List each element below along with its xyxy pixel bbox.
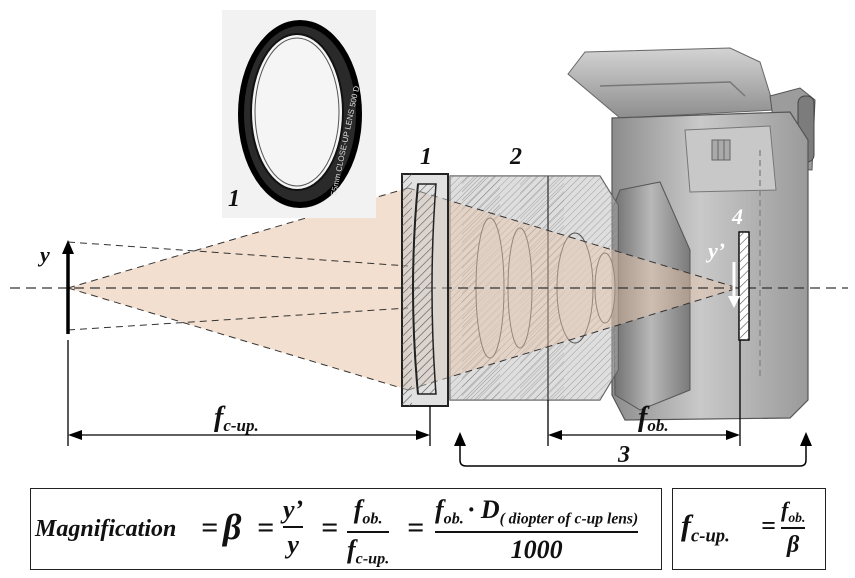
fraction-diopter: fob.· D( diopter of c-up lens) 1000 [435, 497, 639, 564]
camera-body [567, 47, 816, 421]
dimension-lines [67, 340, 741, 446]
fraction-focal-numerator-f: f [353, 495, 363, 524]
fraction-focal-denominator-f: f [347, 534, 356, 564]
light-cone-image-side [407, 187, 739, 391]
fraction-diopter-numerator: fob.· D( diopter of c-up lens) [435, 497, 638, 528]
fraction-y-numerator: y’ [283, 495, 304, 524]
light-cone-object-side [67, 187, 409, 391]
object-label: y [37, 242, 50, 267]
side-formula-equals: = [761, 511, 776, 540]
object-arrow [62, 240, 74, 334]
side-formula-lhs: fc-up. [681, 511, 730, 546]
fraction-diopter-numerator-sub: ob. [443, 510, 464, 528]
magnification-label: Magnification [35, 516, 177, 542]
f-closeup-label-f: f [214, 402, 226, 433]
side-fraction-bar [781, 527, 806, 530]
f-objective-label-sub: ob. [647, 416, 668, 435]
sensor-number: 4 [731, 204, 743, 229]
close-up-lens-number: 1 [420, 144, 432, 170]
f-closeup-label: fc-up. [214, 402, 259, 435]
dimension-f-objective [548, 430, 740, 440]
f-objective-label-f: f [638, 402, 650, 433]
fraction-focal-denominator: fc-up. [347, 534, 390, 568]
f-closeup-label-sub: c-up. [223, 416, 258, 435]
side-fraction-denominator: β [787, 532, 800, 559]
f-objective-label: fob. [638, 402, 669, 435]
beta-symbol: β [223, 507, 242, 547]
side-fraction: fob. β [781, 497, 806, 559]
equals-3: = [321, 511, 339, 544]
fraction-focal-bar [347, 530, 390, 533]
close-up-filter-photo: 55mm CLOSE-UP LENS 500 D [222, 10, 376, 218]
fraction-focal: fob. fc-up. [347, 497, 390, 568]
side-formula-lhs-sub: c-up. [691, 525, 730, 547]
focal-length-formula-box: fc-up. = fob. β [672, 488, 826, 570]
fraction-focal-numerator: fob. [354, 497, 383, 528]
fraction-diopter-numerator-dot: · D [467, 495, 500, 524]
fraction-focal-denominator-sub: c-up. [355, 550, 390, 568]
dimension-3-bracket [454, 432, 812, 467]
equals-4: = [407, 511, 425, 544]
fraction-diopter-numerator-paren: ( diopter of c-up lens) [499, 510, 639, 528]
side-formula-lhs-f: f [681, 509, 691, 542]
dimension-f-closeup [68, 430, 430, 440]
fraction-focal-numerator-sub: ob. [362, 510, 383, 528]
objective-number: 2 [509, 144, 522, 170]
close-up-lens [401, 173, 449, 407]
distance-number: 3 [617, 442, 630, 468]
fraction-diopter-numerator-f: f [435, 495, 444, 524]
equals-1: = [201, 511, 219, 544]
fraction-diopter-bar [435, 530, 639, 533]
fraction-y: y’ y [283, 495, 304, 559]
side-fraction-numerator: fob. [781, 497, 806, 525]
image-sensor [738, 231, 750, 341]
fraction-y-bar [283, 526, 304, 528]
filter-photo-number: 1 [228, 186, 240, 212]
magnification-formula-box: Magnification = β = y’ y = fob. fc-up. =… [30, 488, 662, 570]
side-fraction-numerator-f: f [781, 497, 789, 522]
side-fraction-numerator-sub: ob. [788, 509, 806, 525]
image-arrow [728, 262, 740, 308]
equals-2: = [257, 511, 275, 544]
fraction-y-denominator: y [287, 530, 299, 559]
image-label: y’ [705, 238, 725, 263]
fraction-diopter-denominator: 1000 [510, 534, 563, 564]
